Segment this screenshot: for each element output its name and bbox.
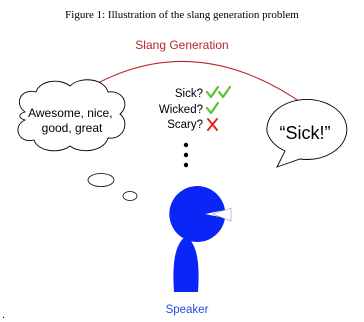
figure-caption: Figure 1: Illustration of the slang gene… (65, 9, 299, 21)
thought-line-1: Awesome, nice, (28, 106, 113, 120)
ellipsis-dots-icon (183, 142, 189, 168)
speaker-figure-icon (169, 185, 232, 292)
cross-icon (207, 118, 218, 131)
check-icon (217, 85, 232, 99)
thought-bubble-icon (17, 79, 138, 201)
speaker-label: Speaker (166, 304, 209, 316)
arrow-label: Slang Generation (135, 38, 228, 52)
check-icon (205, 85, 220, 99)
stray-period: . (2, 309, 5, 321)
thought-text: Awesome, nice, good, great (28, 106, 116, 135)
candidate-word-scary: Scary? (167, 119, 203, 131)
check-icon (205, 101, 220, 115)
speech-text: “Sick!” (280, 123, 331, 143)
speech-bubble-icon (266, 99, 348, 168)
candidate-word-wicked: Wicked? (159, 104, 203, 116)
thought-line-2: good, great (42, 121, 103, 135)
candidate-word-sick: Sick? (175, 88, 203, 100)
